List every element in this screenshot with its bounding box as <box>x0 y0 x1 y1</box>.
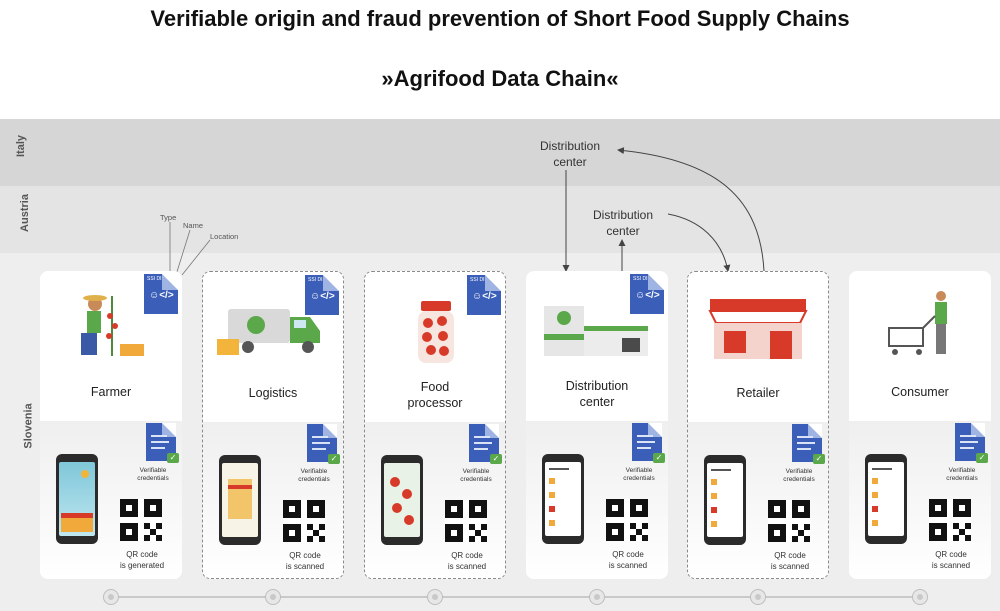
diagram-subtitle: »Agrifood Data Chain« <box>381 66 619 91</box>
farmer-illustration <box>81 295 144 356</box>
qr-label: QR code is scanned <box>447 551 487 571</box>
qr-code-icon <box>120 499 162 541</box>
attr-line-location <box>181 239 211 276</box>
jar-illustration <box>418 301 454 363</box>
phone-icon <box>704 455 746 545</box>
qr-code-icon <box>606 499 648 541</box>
ssi-did-icon: SSI DID☺</> <box>305 275 339 315</box>
band-italy <box>0 119 1000 186</box>
arrow-austria-to-retailer <box>667 213 731 272</box>
stage-card-logistics: SSI DID☺</> Logistics ✓ Verifiable crede… <box>202 271 344 579</box>
attr-location: Location <box>210 232 239 241</box>
attr-line-name <box>175 229 191 276</box>
phone-icon <box>381 455 423 545</box>
stage-label-consumer: Consumer <box>891 385 949 399</box>
consumer-illustration <box>888 291 947 355</box>
band-austria <box>0 186 1000 253</box>
stage-label-distribution-center: Distribution center <box>565 379 629 409</box>
stage-card-consumer: Consumer ✓ Verifiable credentials QR cod… <box>849 271 991 579</box>
vc-label: Verifiable credentials <box>298 468 330 483</box>
verifiable-credentials-icon: ✓ <box>955 423 988 463</box>
timeline-node <box>912 589 928 605</box>
phone-icon <box>219 455 261 545</box>
phone-icon <box>865 454 907 544</box>
verifiable-credentials-icon: ✓ <box>146 423 179 463</box>
timeline-node <box>589 589 605 605</box>
attr-type: Type <box>160 213 177 222</box>
verifiable-credentials-icon: ✓ <box>469 424 502 464</box>
ssi-did-icon: SSI DID☺</> <box>630 274 664 314</box>
phone-icon <box>542 454 584 544</box>
ssi-did-icon: SSI DID☺</> <box>467 275 501 315</box>
hub-label-italy: Distribution center <box>539 139 601 169</box>
vc-label: Verifiable credentials <box>460 468 492 483</box>
qr-code-icon <box>768 500 810 542</box>
qr-label: QR code is scanned <box>608 550 648 570</box>
diagram-title: Verifiable origin and fraud prevention o… <box>150 6 850 31</box>
stage-label-logistics: Logistics <box>248 386 298 400</box>
stage-card-farmer: SSI DID☺</> Farmer ✓ Verifiable credenti… <box>40 271 182 579</box>
qr-code-icon <box>283 500 325 542</box>
qr-label: QR code is scanned <box>285 551 325 571</box>
timeline-node <box>750 589 766 605</box>
qr-label: QR code is scanned <box>931 550 971 570</box>
shop-illustration <box>708 299 808 359</box>
qr-code-icon <box>929 499 971 541</box>
truck-illustration <box>217 309 320 355</box>
stage-label-food-processor: Food processor <box>407 380 463 410</box>
verifiable-credentials-icon: ✓ <box>792 424 825 464</box>
qr-code-icon <box>445 500 487 542</box>
arrow-retailer-to-italy <box>617 147 765 272</box>
timeline-node <box>103 589 119 605</box>
vc-label: Verifiable credentials <box>623 467 655 482</box>
vc-label: Verifiable credentials <box>946 467 978 482</box>
stage-card-distribution-center: SSI DID☺</> Distribution center ✓ Verifi… <box>526 271 668 579</box>
hub-label-austria: Distribution center <box>592 208 654 238</box>
phone-icon <box>56 454 98 544</box>
ssi-did-icon: SSI DID☺</> <box>144 274 178 314</box>
qr-label: QR code is scanned <box>770 551 810 571</box>
verifiable-credentials-icon: ✓ <box>307 424 340 464</box>
timeline-node <box>427 589 443 605</box>
attr-name: Name <box>183 221 204 230</box>
stage-card-retailer: Retailer ✓ Verifiable credentials QR cod… <box>687 271 829 579</box>
vc-label: Verifiable credentials <box>137 467 169 482</box>
warehouse-illustration <box>544 306 648 356</box>
timeline-node <box>265 589 281 605</box>
stage-label-retailer: Retailer <box>736 386 780 400</box>
vc-label: Verifiable credentials <box>783 468 815 483</box>
stage-label-farmer: Farmer <box>90 385 132 399</box>
qr-label: QR code is generated <box>119 550 165 570</box>
stage-card-food-processor: SSI DID☺</> Food processor ✓ Verifiable … <box>364 271 506 579</box>
verifiable-credentials-icon: ✓ <box>632 423 665 463</box>
